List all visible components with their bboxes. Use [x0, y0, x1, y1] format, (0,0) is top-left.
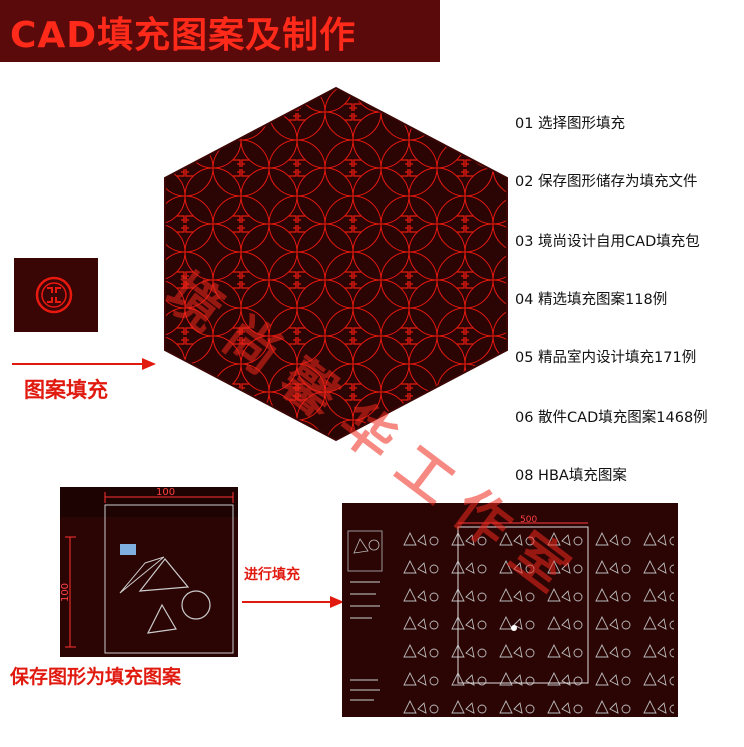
arrow-right-icon — [240, 594, 344, 613]
feature-item: 03 境尚设计自用CAD填充包 — [515, 234, 700, 250]
feature-item: 08 HBA填充图案 — [515, 468, 627, 484]
feature-item: 06 散件CAD填充图案1468例 — [515, 410, 708, 426]
title-banner: CAD填充图案及制作 — [0, 0, 440, 62]
feature-item: 04 精选填充图案118例 — [515, 292, 668, 308]
save-as-pattern-label: 保存图形为填充图案 — [10, 666, 182, 688]
page-title: CAD填充图案及制作 — [10, 15, 357, 56]
dimension-label-top: 100 — [156, 487, 176, 498]
feature-item: 01 选择图形填充 — [515, 116, 626, 132]
cad-source-panel: 100 100 — [60, 487, 238, 657]
feature-item: 02 保存图形储存为填充文件 — [515, 174, 698, 190]
motif-thumbnail — [14, 258, 98, 332]
hexagon-pattern-preview — [157, 84, 515, 442]
do-fill-label: 进行填充 — [244, 567, 300, 583]
dimension-label-side: 100 — [60, 582, 72, 603]
dimension-label-result: 500 — [520, 515, 538, 525]
cad-result-panel: 500 — [342, 503, 678, 717]
pattern-fill-label: 图案填充 — [24, 378, 108, 402]
feature-item: 05 精品室内设计填充171例 — [515, 350, 697, 366]
arrow-right-icon — [10, 356, 156, 376]
